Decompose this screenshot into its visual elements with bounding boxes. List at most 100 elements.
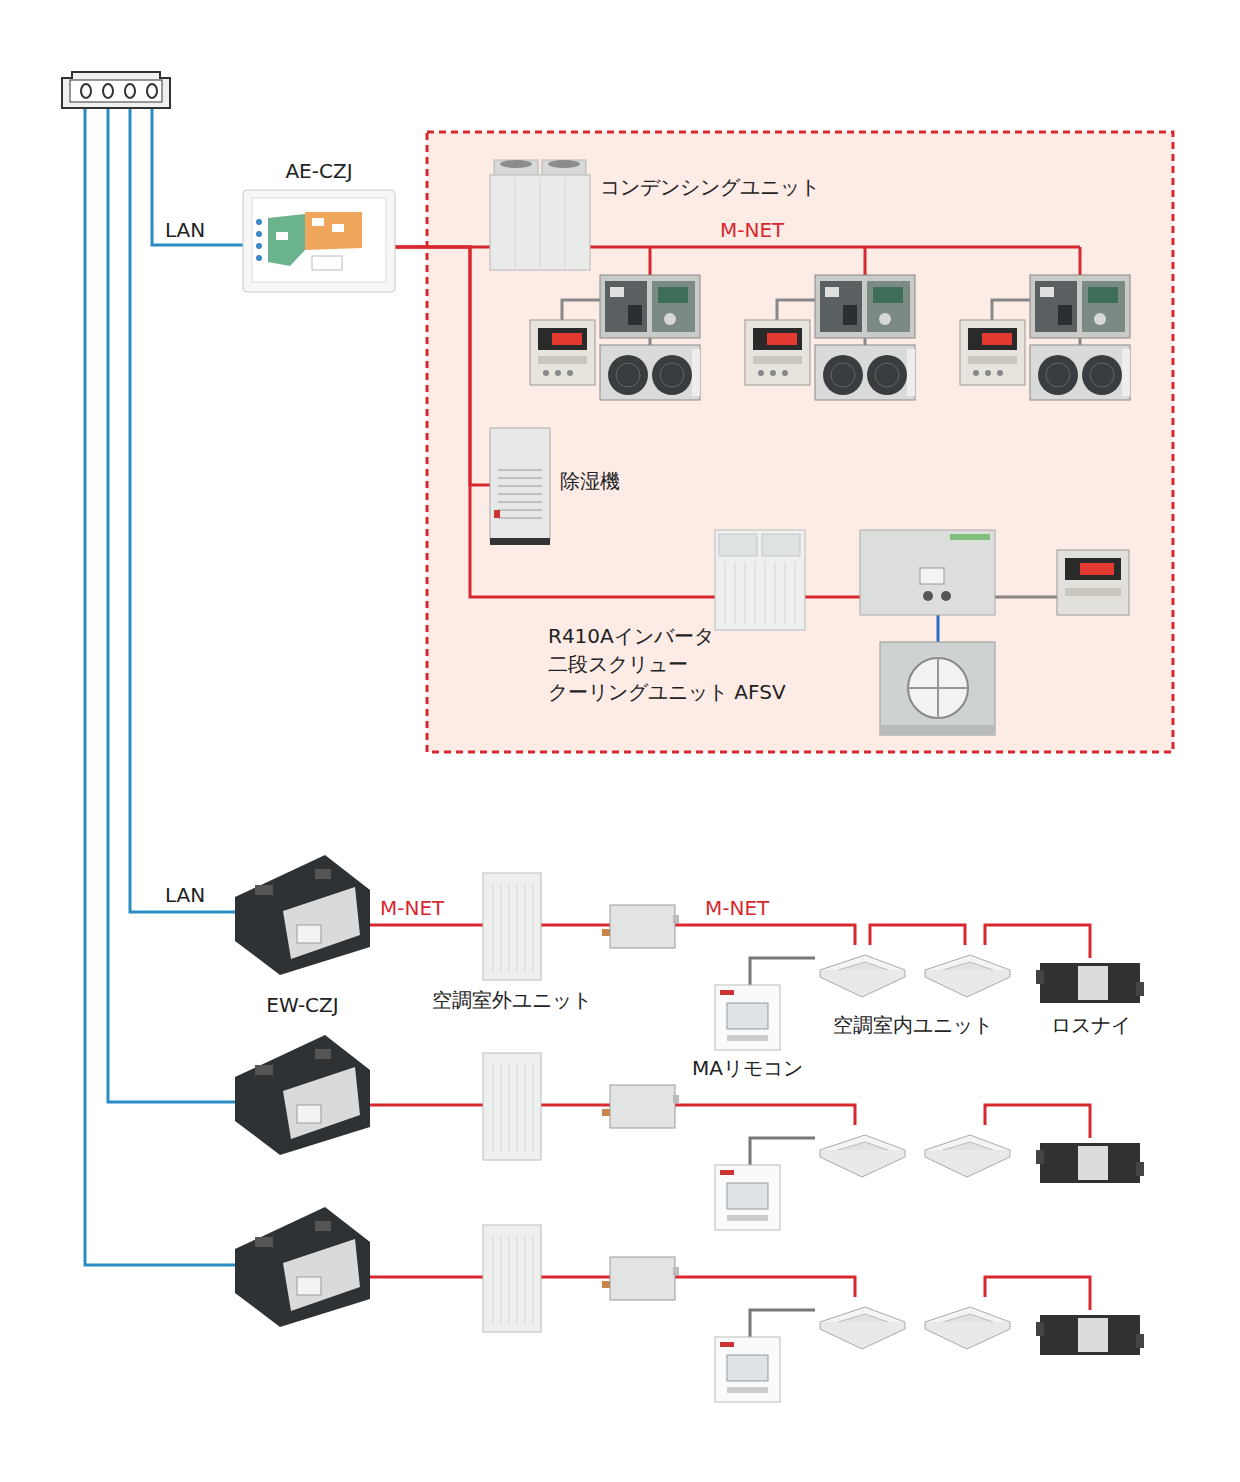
ae-czj-tablet <box>312 218 324 226</box>
ae-czj-tablet <box>305 212 362 250</box>
air-conditioning-row <box>483 1225 541 1332</box>
temperature-display <box>1057 550 1129 615</box>
air-conditioning-row <box>235 1207 370 1327</box>
lan-cable <box>152 108 243 245</box>
ae-czj-tablet <box>256 243 262 249</box>
control-panel <box>860 530 995 615</box>
network-hub <box>147 84 157 98</box>
air-conditioning-row <box>715 1337 780 1402</box>
evaporator-unit <box>880 725 995 735</box>
device-node: 空調室内ユニット <box>815 945 1010 1010</box>
device-node: 空調室外ユニット <box>483 873 541 980</box>
m-net-connector <box>541 925 855 945</box>
screw-cooling-unit <box>715 530 805 630</box>
device-label: AE-CZJ <box>243 158 395 184</box>
air-conditioning-row <box>1036 1143 1144 1183</box>
air-conditioning-row <box>602 1257 679 1300</box>
air-conditioning-row <box>925 1307 1010 1349</box>
temperature-display <box>1065 558 1121 580</box>
lan-cable <box>85 108 243 1265</box>
control-panel <box>920 568 944 584</box>
condensing-unit <box>494 160 538 176</box>
air-conditioning-row <box>602 905 679 948</box>
dehumidifier <box>490 538 550 545</box>
air-conditioning-row <box>925 955 1010 997</box>
m-net-wire <box>590 246 1080 249</box>
illustration-layer <box>530 275 700 400</box>
air-conditioning-row <box>1036 963 1144 1003</box>
device-node: AE-CZJ <box>243 190 395 292</box>
device-label: ロスナイ <box>1040 1012 1142 1038</box>
screw-cooling-unit <box>725 562 795 624</box>
air-conditioning-row <box>235 855 370 975</box>
network-hub <box>62 72 170 108</box>
air-conditioning-row <box>235 1035 370 1155</box>
device-node: MAリモコン <box>715 985 780 1050</box>
temperature-display <box>1080 563 1114 575</box>
air-conditioning-row <box>715 1165 780 1230</box>
device-label: MAリモコン <box>675 1055 820 1081</box>
ae-czj-tablet <box>256 219 262 225</box>
air-conditioning-row <box>235 855 1144 1050</box>
lan-cable <box>130 108 240 912</box>
m-net-connector <box>395 247 490 485</box>
dehumidifier <box>490 428 550 540</box>
dehumidifier <box>494 510 500 518</box>
ae-czj-tablet <box>243 190 395 292</box>
air-conditioning-row <box>235 1207 1144 1402</box>
evaporator-unit <box>880 642 995 735</box>
lan-cable <box>85 108 240 1265</box>
m-net-wire <box>995 596 1057 599</box>
signal-label: LAN <box>165 883 205 907</box>
condensing-unit <box>548 160 580 168</box>
dashed-region <box>427 132 1173 752</box>
device-node: コンデンシングユニット <box>490 160 590 270</box>
connector-label: M-NET <box>380 896 444 920</box>
air-conditioning-row <box>820 1307 905 1349</box>
illustration-layer <box>960 275 1130 400</box>
m-net-connector <box>370 924 483 927</box>
device-node: R410Aインバータ 二段スクリュー クーリングユニット AFSV <box>715 530 805 630</box>
temperature-display <box>1065 588 1121 596</box>
air-conditioning-row <box>1036 1315 1144 1355</box>
illustration-layer <box>745 275 915 400</box>
device-label: 空調室内ユニット <box>805 1012 1020 1038</box>
m-net-connector <box>395 247 715 597</box>
temperature-display <box>1057 550 1129 615</box>
control-panel <box>950 534 990 540</box>
control-panel <box>923 591 933 601</box>
device-label: R410Aインバータ 二段スクリュー クーリングユニット AFSV <box>548 622 810 706</box>
device-label: 空調室外ユニット <box>412 987 612 1013</box>
signal-label: M-NET <box>720 218 784 242</box>
ae-czj-tablet <box>256 231 262 237</box>
device-node: ロスナイ <box>1040 958 1142 1013</box>
device-node: EW-CZJ <box>235 855 370 975</box>
m-net-connector <box>750 958 815 985</box>
ae-czj-tablet <box>256 255 262 261</box>
m-net-wire <box>937 615 940 642</box>
air-conditioning-row <box>925 1135 1010 1177</box>
control-panel <box>860 530 995 615</box>
network-hub <box>103 84 113 98</box>
signal-label: LAN <box>165 218 205 242</box>
evaporator-unit <box>908 658 968 718</box>
screw-cooling-unit <box>719 534 757 556</box>
dehumidifier <box>498 470 542 518</box>
condensing-unit <box>500 160 532 168</box>
device-node: 除湿機 <box>490 428 550 545</box>
ae-czj-tablet <box>252 198 386 282</box>
condensing-unit <box>490 175 590 270</box>
air-conditioning-row <box>820 955 905 997</box>
ae-czj-tablet <box>268 214 305 266</box>
ae-czj-tablet <box>312 256 342 270</box>
screw-cooling-unit <box>715 530 805 630</box>
device-label: 除湿機 <box>560 468 660 494</box>
connector-label: M-NET <box>705 896 769 920</box>
air-conditioning-row <box>820 1135 905 1177</box>
ae-czj-tablet <box>276 232 288 240</box>
device-label: コンデンシングユニット <box>600 174 890 200</box>
condensing-unit <box>515 178 565 268</box>
network-hub <box>81 84 91 98</box>
